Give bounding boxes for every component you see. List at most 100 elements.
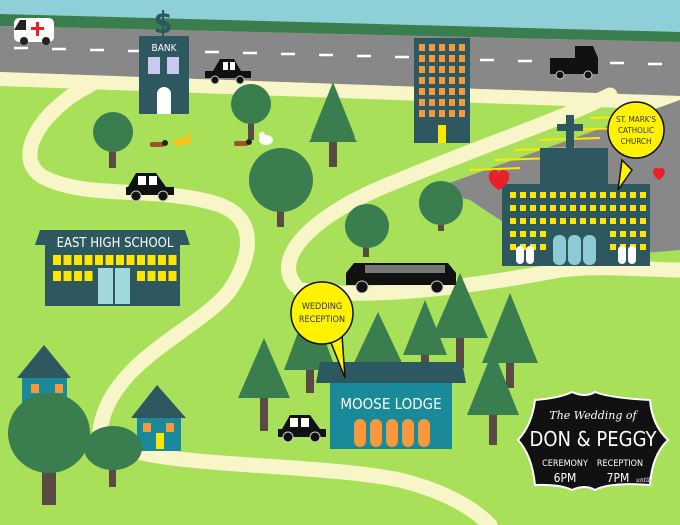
window xyxy=(459,66,465,73)
window xyxy=(520,205,526,211)
bank-label: BANK xyxy=(152,43,178,54)
dog-icon xyxy=(259,132,273,145)
window xyxy=(429,77,435,84)
window xyxy=(640,231,646,237)
svg-text:CATHOLIC: CATHOLIC xyxy=(618,126,654,135)
window xyxy=(540,244,546,250)
window xyxy=(610,231,616,237)
window xyxy=(610,205,616,211)
car-icon xyxy=(278,415,326,443)
window xyxy=(84,255,93,265)
tree-icon xyxy=(309,82,357,167)
window xyxy=(137,255,145,265)
window xyxy=(429,88,435,95)
window xyxy=(74,271,82,281)
window xyxy=(640,218,646,224)
window xyxy=(640,192,646,198)
window xyxy=(620,192,626,198)
window xyxy=(550,205,556,211)
window xyxy=(520,218,526,224)
heart-icon xyxy=(653,168,665,180)
tree-icon xyxy=(8,393,90,505)
car-icon xyxy=(126,173,174,202)
window xyxy=(510,192,516,198)
window xyxy=(590,205,596,211)
window xyxy=(540,231,546,237)
window xyxy=(530,205,536,211)
svg-text:6PM: 6PM xyxy=(554,471,577,485)
window xyxy=(419,77,425,84)
window xyxy=(630,218,636,224)
window xyxy=(610,218,616,224)
window xyxy=(459,44,465,51)
window xyxy=(530,244,536,250)
window xyxy=(449,99,455,106)
window xyxy=(429,66,435,73)
window xyxy=(137,271,145,281)
heart-icon xyxy=(488,170,510,190)
dog-icon xyxy=(150,140,168,147)
window xyxy=(95,255,103,265)
ambulance-icon xyxy=(14,18,54,45)
window xyxy=(439,77,445,84)
window xyxy=(439,110,445,117)
window xyxy=(560,205,566,211)
window xyxy=(610,244,616,250)
window xyxy=(449,88,455,95)
window xyxy=(630,205,636,211)
window xyxy=(84,271,93,281)
window xyxy=(158,255,166,265)
window xyxy=(429,55,435,62)
window xyxy=(449,44,455,51)
window xyxy=(449,55,455,62)
cross-icon xyxy=(557,115,583,150)
window xyxy=(590,218,596,224)
svg-text:RECEPTION: RECEPTION xyxy=(299,315,345,325)
svg-text:until: until xyxy=(636,477,650,484)
window xyxy=(63,255,72,265)
house-icon xyxy=(131,385,186,451)
window xyxy=(580,192,586,198)
tree-icon xyxy=(238,338,290,431)
window xyxy=(419,44,425,51)
window xyxy=(580,205,586,211)
window xyxy=(419,110,425,117)
window xyxy=(510,218,516,224)
window xyxy=(105,255,114,265)
tree-icon xyxy=(93,112,133,168)
window xyxy=(116,255,124,265)
svg-text:RECEPTION: RECEPTION xyxy=(597,459,643,469)
window xyxy=(600,192,606,198)
hill-strip xyxy=(0,14,680,42)
school-label: EAST HIGH SCHOOL xyxy=(57,236,174,251)
truck-icon xyxy=(550,46,598,80)
window xyxy=(570,205,576,211)
window xyxy=(126,255,135,265)
window xyxy=(630,192,636,198)
road-markings xyxy=(14,46,662,66)
dog-icon xyxy=(234,139,252,146)
window xyxy=(53,255,61,265)
window xyxy=(610,192,616,198)
lodge-label: MOOSE LODGE xyxy=(340,395,441,413)
window xyxy=(459,110,465,117)
window xyxy=(560,192,566,198)
window xyxy=(510,231,516,237)
svg-text:WEDDING: WEDDING xyxy=(302,302,342,312)
window xyxy=(510,205,516,211)
round-trees xyxy=(93,84,463,257)
moose-lodge: MOOSE LODGE xyxy=(316,362,466,449)
window xyxy=(439,88,445,95)
window xyxy=(600,218,606,224)
window xyxy=(449,77,455,84)
window xyxy=(570,218,576,224)
window xyxy=(550,218,556,224)
invitation-couple: DON & PEGGY xyxy=(529,427,657,451)
window xyxy=(439,55,445,62)
window xyxy=(429,44,435,51)
window xyxy=(419,55,425,62)
window xyxy=(640,244,646,250)
paths xyxy=(22,77,680,525)
tree-icon xyxy=(231,84,271,140)
